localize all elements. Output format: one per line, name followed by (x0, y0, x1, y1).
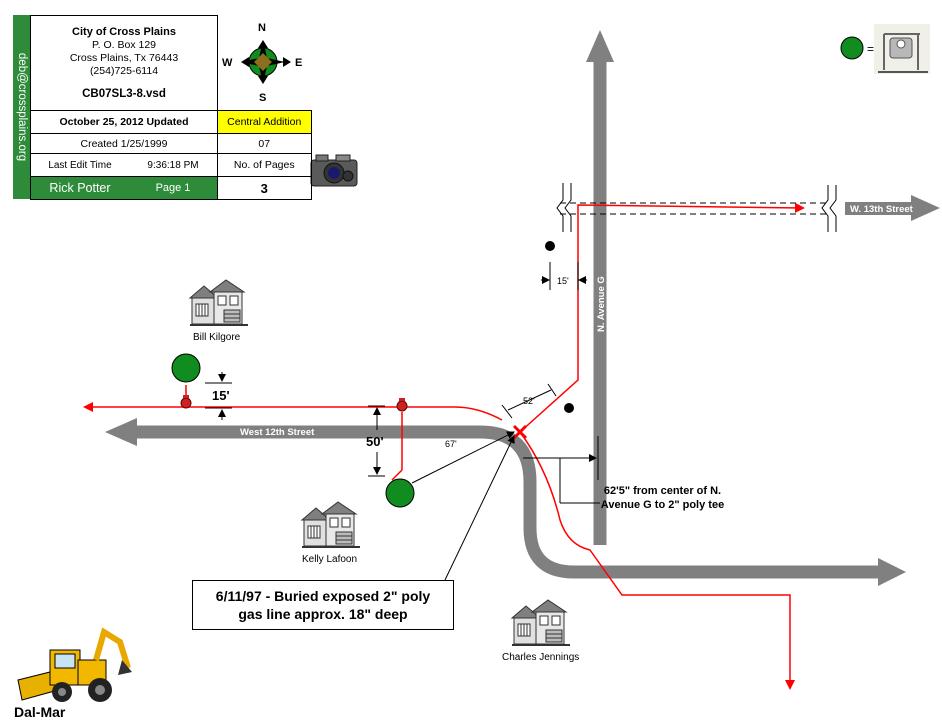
valve-kelly (396, 398, 408, 412)
poly-tee-marker (512, 424, 528, 440)
house-bill-kilgore (187, 277, 251, 331)
meter-kelly (385, 478, 415, 508)
meter-bill (171, 353, 201, 383)
label-bill-kilgore: Bill Kilgore (193, 332, 241, 343)
pages-label: No. of Pages (217, 153, 312, 177)
w-13th-road (845, 202, 913, 215)
west-12th-arrowhead (105, 418, 137, 446)
west-12th-road (135, 425, 880, 579)
po-box: P. O. Box 129 (91, 38, 156, 51)
city-name: City of Cross Plains (72, 25, 176, 38)
company-name: Dal-Mar (14, 704, 66, 720)
compass-s: S (259, 92, 266, 104)
marker-dot-north (545, 241, 555, 251)
backhoe-icon (17, 627, 132, 702)
gas-line-south (519, 431, 795, 690)
marker-dot-east (564, 403, 574, 413)
house-charles-jennings (509, 597, 573, 651)
camera-icon (310, 154, 358, 187)
dim-52: 52' (523, 396, 535, 406)
tee-distance-note: 62'5" from center of N. Avenue G to 2" p… (600, 485, 725, 511)
phone: (254)725-6114 (89, 64, 159, 77)
city-state-zip: Cross Plains, Tx 76443 (69, 51, 179, 64)
valve-bill (180, 395, 192, 409)
page-label: Page 1 (155, 182, 191, 194)
file-name: CB07SL3-8.vsd (82, 87, 166, 100)
label-charles-jennings: Charles Jennings (502, 652, 580, 663)
compass-e: E (295, 57, 302, 69)
dim-15-top: 15' (557, 276, 569, 286)
n-avenue-g-label: N. Avenue G (596, 276, 607, 332)
streets (105, 30, 940, 586)
compass-cell (218, 16, 312, 111)
info-table: City of Cross Plains P. O. Box 129 Cross… (30, 15, 312, 200)
n-avenue-g-arrowhead (586, 30, 614, 62)
legend-meter-circle (840, 36, 864, 60)
gas-meter-icon (874, 24, 930, 74)
callout-line-1: 6/11/97 - Buried exposed 2" poly (215, 588, 431, 604)
last-edit-time: 9:36:18 PM (129, 153, 218, 177)
dim-15-left: 15' (212, 388, 230, 403)
email-text: deb@crossplains.org (15, 52, 28, 162)
num-pages: 3 (217, 176, 312, 200)
east-road-arrowhead (878, 558, 906, 586)
created-cell: Created 1/25/1999 (30, 133, 218, 154)
addition-code-cell: 07 (217, 133, 312, 154)
dim-67: 67' (445, 439, 457, 449)
author-cell: Rick Potter (30, 176, 129, 200)
legend: = (840, 24, 930, 74)
compass-n: N (258, 22, 266, 34)
w-13th-arrowhead (911, 195, 940, 221)
w-13th-dashed-lines (556, 183, 837, 232)
author-name: Rick Potter (49, 181, 111, 195)
buried-line-callout: 6/11/97 - Buried exposed 2" poly gas lin… (192, 580, 454, 630)
last-edit-label: Last Edit Time (30, 153, 129, 177)
addition-cell: Central Addition (217, 110, 312, 134)
compass-w: W (222, 57, 233, 69)
gas-line-north (519, 202, 805, 433)
callout-line-2: gas line approx. 18" deep (238, 606, 408, 622)
page-cell: Page 1 (129, 176, 218, 200)
address-cell: City of Cross Plains P. O. Box 129 Cross… (30, 15, 218, 111)
compass-icon (241, 40, 291, 84)
w-13th-label: W. 13th Street (850, 204, 914, 215)
updated-cell: October 25, 2012 Updated (30, 110, 218, 134)
west-12th-label: West 12th Street (240, 427, 315, 438)
house-kelly-lafoon (299, 499, 363, 553)
dimension-lines (205, 262, 600, 581)
label-kelly-lafoon: Kelly Lafoon (302, 554, 358, 565)
dim-50: 50' (366, 434, 384, 449)
gas-line-west-12th (83, 402, 503, 421)
kelly-service-tail (391, 469, 403, 481)
legend-equals: = (867, 42, 874, 56)
email-banner: deb@crossplains.org (13, 15, 30, 199)
